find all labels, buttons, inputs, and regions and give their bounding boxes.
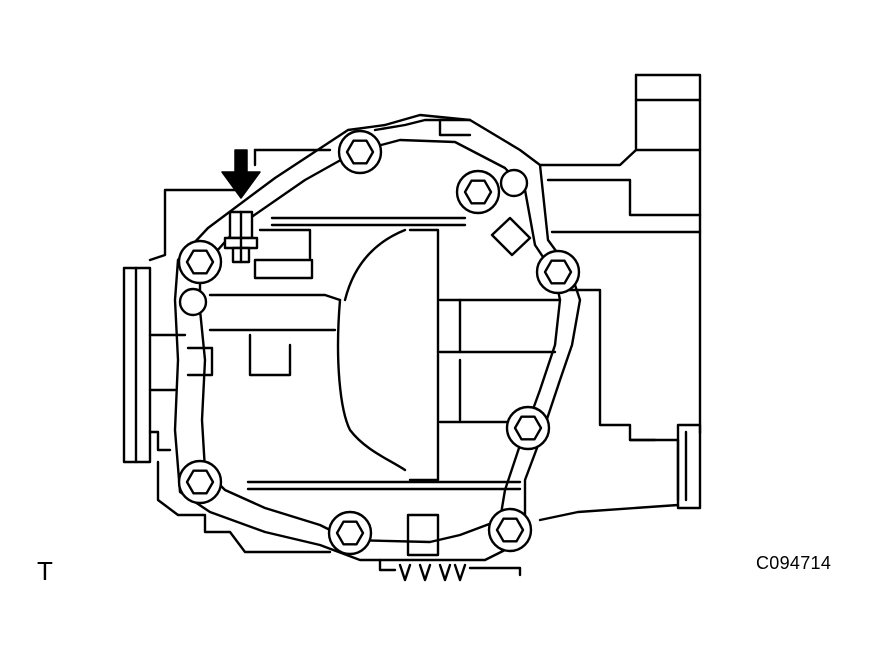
case-pocket [208, 228, 407, 472]
hex-bolt-icon [337, 129, 383, 175]
hex-bolt-icon [505, 405, 551, 451]
dowel-pin [499, 168, 529, 198]
hex-bolt-icon [327, 510, 373, 556]
corner-letter: T [37, 556, 53, 586]
hex-bolt-icon [177, 239, 223, 285]
hex-bolt-icon [455, 169, 501, 215]
figure-code: C094714 [756, 553, 832, 573]
bottom-fins [378, 513, 522, 582]
output-flange [538, 423, 702, 522]
internal-ribs [246, 216, 562, 491]
hex-bolt-icon [487, 507, 533, 553]
drain-tab [490, 216, 532, 257]
input-housing [122, 148, 332, 554]
hex-bolt-icon [177, 459, 223, 505]
hex-bolt-icon [535, 249, 581, 295]
breather-plug [223, 210, 259, 264]
arrow-down-icon [221, 149, 261, 199]
dowel-pin [178, 287, 208, 317]
mounting-bracket [538, 73, 702, 502]
